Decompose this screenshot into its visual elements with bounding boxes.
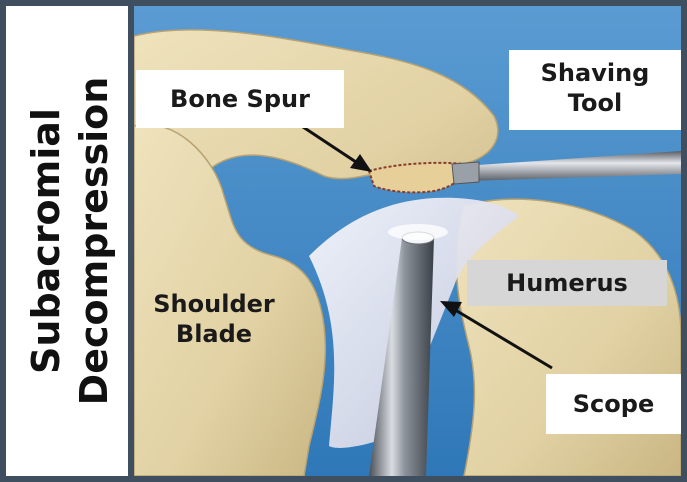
shaving-tool-label: Shaving Tool (509, 50, 681, 130)
shoulder-blade-label-line-2: Blade (144, 319, 284, 349)
humerus-label: Humerus (467, 260, 667, 306)
shoulder-illustration: Bone Spur Shaving Tool Humerus Shoulder … (134, 6, 681, 476)
shoulder-blade-label-line-1: Shoulder (144, 289, 284, 319)
title-panel: Subacromial Decompression (6, 6, 128, 476)
figure-title: Subacromial Decompression (22, 77, 118, 406)
shoulder-blade-label: Shoulder Blade (144, 289, 284, 355)
scope-label: Scope (546, 374, 681, 434)
figure-title-line-2: Decompression (70, 77, 118, 406)
bone-spur-label-text: Bone Spur (170, 85, 310, 113)
scope-label-text: Scope (573, 390, 654, 418)
figure-title-line-1: Subacromial (22, 77, 70, 406)
humerus-label-text: Humerus (506, 269, 628, 297)
bone-spur-label: Bone Spur (136, 70, 344, 128)
shaving-tool-label-line-1: Shaving (509, 58, 681, 88)
shaving-tool-label-line-2: Tool (509, 88, 681, 118)
